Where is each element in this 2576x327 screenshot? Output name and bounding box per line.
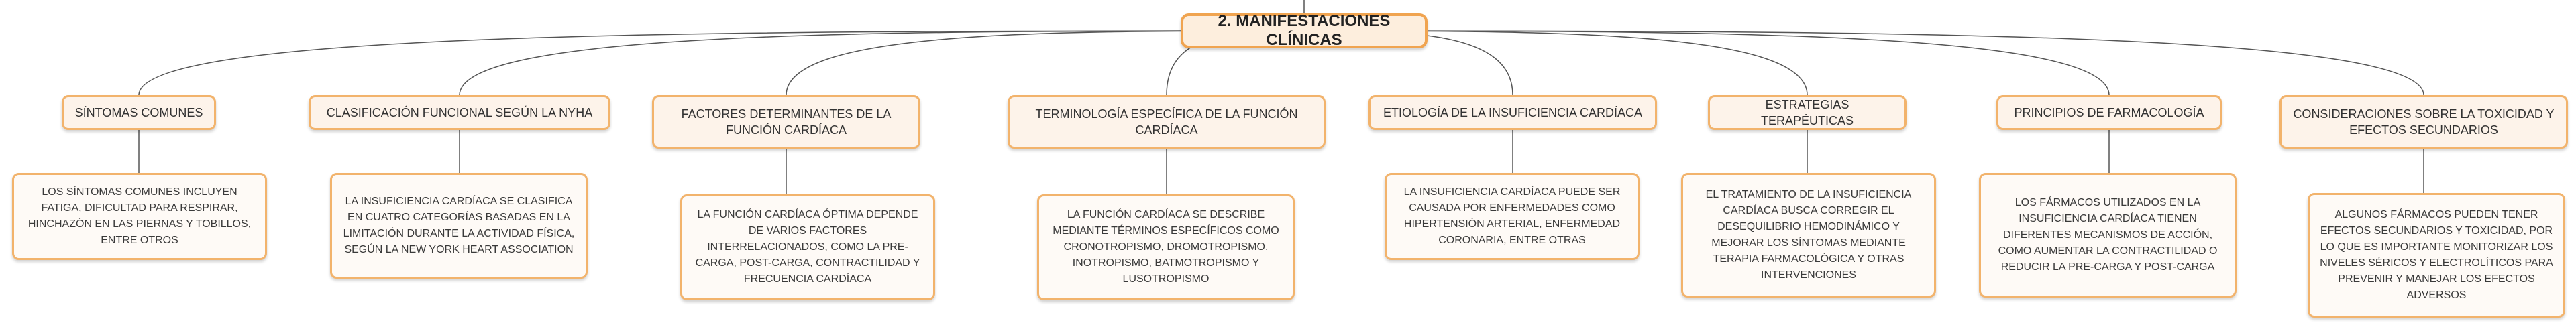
- branch-title-7[interactable]: CONSIDERACIONES SOBRE LA TOXICIDAD Y EFE…: [2279, 95, 2568, 149]
- branch-description-7[interactable]: ALGUNOS FÁRMACOS PUEDEN TENER EFECTOS SE…: [2308, 193, 2565, 318]
- branch-title-2[interactable]: FACTORES DETERMINANTES DE LA FUNCIÓN CAR…: [652, 95, 920, 149]
- branch-description-4[interactable]: LA INSUFICIENCIA CARDÍACA PUEDE SER CAUS…: [1385, 173, 1640, 260]
- branch-title-text: FACTORES DETERMINANTES DE LA FUNCIÓN CAR…: [681, 107, 892, 137]
- branch-description-text: LA FUNCIÓN CARDÍACA ÓPTIMA DEPENDE DE VA…: [695, 209, 920, 285]
- branch-title-text: ESTRATEGIAS TERAPÉUTICAS: [1760, 98, 1854, 127]
- branch-description-6[interactable]: LOS FÁRMACOS UTILIZADOS EN LA INSUFICIEN…: [1979, 173, 2237, 298]
- branch-description-5[interactable]: EL TRATAMIENTO DE LA INSUFICIENCIA CARDÍ…: [1681, 173, 1936, 298]
- branch-connector-7: [1303, 30, 2424, 96]
- branch-title-6[interactable]: PRINCIPIOS DE FARMACOLOGÍA: [1996, 95, 2222, 130]
- branch-description-text: LOS SÍNTOMAS COMUNES INCLUYEN FATIGA, DI…: [28, 186, 252, 246]
- branch-title-text: ETIOLOGÍA DE LA INSUFICIENCIA CARDÍACA: [1383, 106, 1643, 119]
- branch-description-text: LA FUNCIÓN CARDÍACA SE DESCRIBE MEDIANTE…: [1053, 209, 1279, 285]
- root-node[interactable]: 2. MANIFESTACIONES CLÍNICAS: [1181, 12, 1428, 49]
- branch-title-0[interactable]: SÍNTOMAS COMUNES: [62, 95, 216, 130]
- branch-description-text: LOS FÁRMACOS UTILIZADOS EN LA INSUFICIEN…: [1998, 197, 2218, 273]
- branch-description-1[interactable]: LA INSUFICIENCIA CARDÍACA SE CLASIFICA E…: [330, 173, 588, 279]
- branch-title-3[interactable]: TERMINOLOGÍA ESPECÍFICA DE LA FUNCIÓN CA…: [1008, 95, 1326, 149]
- branch-title-text: SÍNTOMAS COMUNES: [74, 106, 203, 119]
- branch-description-text: LA INSUFICIENCIA CARDÍACA PUEDE SER CAUS…: [1403, 186, 1621, 246]
- branch-description-0[interactable]: LOS SÍNTOMAS COMUNES INCLUYEN FATIGA, DI…: [12, 173, 267, 260]
- branch-description-text: LA INSUFICIENCIA CARDÍACA SE CLASIFICA E…: [343, 196, 575, 255]
- branch-connector-0: [138, 30, 1305, 96]
- branch-description-3[interactable]: LA FUNCIÓN CARDÍACA SE DESCRIBE MEDIANTE…: [1037, 194, 1295, 300]
- branch-title-text: CLASIFICACIÓN FUNCIONAL SEGÚN LA NYHA: [326, 106, 593, 119]
- branch-title-text: TERMINOLOGÍA ESPECÍFICA DE LA FUNCIÓN CA…: [1035, 107, 1298, 137]
- branch-description-text: EL TRATAMIENTO DE LA INSUFICIENCIA CARDÍ…: [1705, 189, 1912, 281]
- branch-description-2[interactable]: LA FUNCIÓN CARDÍACA ÓPTIMA DEPENDE DE VA…: [680, 194, 935, 300]
- branch-title-5[interactable]: ESTRATEGIAS TERAPÉUTICAS: [1708, 95, 1907, 130]
- branch-title-4[interactable]: ETIOLOGÍA DE LA INSUFICIENCIA CARDÍACA: [1368, 95, 1657, 130]
- root-title: 2. MANIFESTACIONES CLÍNICAS: [1218, 12, 1391, 49]
- branch-title-text: PRINCIPIOS DE FARMACOLOGÍA: [2014, 106, 2204, 119]
- branch-connector-1: [459, 30, 1305, 96]
- branch-title-1[interactable]: CLASIFICACIÓN FUNCIONAL SEGÚN LA NYHA: [309, 95, 610, 130]
- branch-title-text: CONSIDERACIONES SOBRE LA TOXICIDAD Y EFE…: [2293, 107, 2555, 137]
- branch-description-text: ALGUNOS FÁRMACOS PUEDEN TENER EFECTOS SE…: [2320, 209, 2553, 301]
